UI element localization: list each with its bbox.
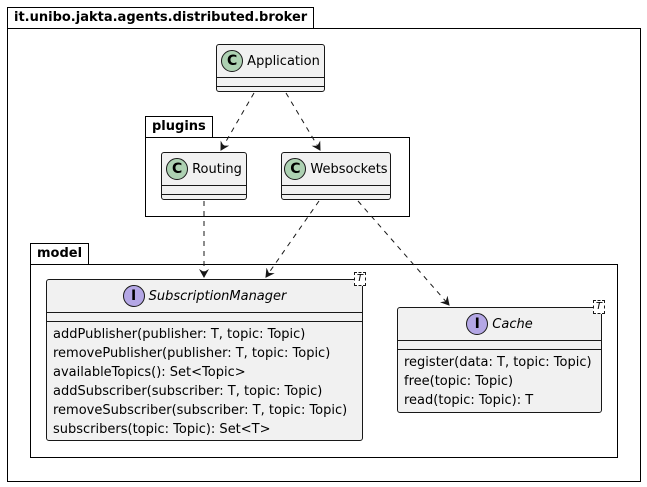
broker-package-tab: it.unibo.jakta.agents.distributed.broker bbox=[7, 7, 315, 29]
interface-stereotype-icon: I bbox=[466, 313, 489, 335]
type-parameter: T bbox=[592, 300, 605, 314]
class-stereotype-icon: C bbox=[284, 158, 307, 180]
websockets-to-cache-arrow bbox=[357, 200, 450, 306]
method-item: free(topic: Topic) bbox=[404, 374, 514, 389]
methods-compartment: register(data: T, topic: Topic) free(top… bbox=[398, 349, 601, 414]
app-to-websockets-arrow bbox=[285, 92, 321, 151]
broker-package-label: it.unibo.jakta.agents.distributed.broker bbox=[14, 10, 308, 25]
routing-class[interactable]: C Routing bbox=[161, 152, 247, 200]
plugins-package-label: plugins bbox=[152, 119, 206, 134]
class-stereotype-icon: C bbox=[166, 158, 189, 180]
method-item: addSubscriber(subscriber: T, topic: Topi… bbox=[53, 384, 323, 399]
app-to-routing-arrow bbox=[220, 92, 255, 151]
plugins-package-tab: plugins bbox=[145, 116, 213, 138]
methods-compartment bbox=[282, 194, 390, 203]
attributes-compartment bbox=[162, 185, 246, 194]
attributes-compartment bbox=[47, 312, 362, 321]
method-item: register(data: T, topic: Topic) bbox=[404, 355, 592, 370]
method-item: subscribers(topic: Topic): Set<T> bbox=[53, 422, 271, 437]
type-parameter: T bbox=[353, 272, 366, 286]
websockets-to-subscription-manager-arrow bbox=[265, 200, 320, 278]
method-item: read(topic: Topic): T bbox=[404, 393, 534, 408]
attributes-compartment bbox=[217, 77, 324, 86]
attributes-compartment bbox=[282, 185, 390, 194]
methods-compartment bbox=[162, 194, 246, 203]
routing-class-name: Routing bbox=[192, 161, 242, 177]
cache-interface[interactable]: T I Cache register(data: T, topic: Topic… bbox=[397, 300, 605, 414]
class-stereotype-icon: C bbox=[221, 50, 244, 72]
cache-name: Cache bbox=[492, 316, 533, 332]
subscription-manager-interface[interactable]: T I SubscriptionManager addPublisher(pub… bbox=[46, 272, 366, 443]
methods-compartment bbox=[217, 86, 324, 95]
websockets-class-name: Websockets bbox=[310, 161, 388, 177]
application-class[interactable]: C Application bbox=[216, 44, 325, 92]
model-package-label: model bbox=[37, 246, 83, 261]
subscription-manager-name: SubscriptionManager bbox=[148, 288, 287, 304]
methods-compartment: addPublisher(publisher: T, topic: Topic)… bbox=[47, 321, 362, 443]
model-package-tab: model bbox=[30, 243, 90, 265]
method-item: removePublisher(publisher: T, topic: Top… bbox=[53, 346, 331, 361]
attributes-compartment bbox=[398, 340, 601, 349]
application-class-name: Application bbox=[247, 53, 320, 69]
method-item: availableTopics(): Set<Topic> bbox=[53, 365, 246, 380]
method-item: addPublisher(publisher: T, topic: Topic) bbox=[53, 327, 306, 342]
interface-stereotype-icon: I bbox=[122, 285, 145, 307]
method-item: removeSubscriber(subscriber: T, topic: T… bbox=[53, 403, 348, 418]
websockets-class[interactable]: C Websockets bbox=[281, 152, 391, 200]
